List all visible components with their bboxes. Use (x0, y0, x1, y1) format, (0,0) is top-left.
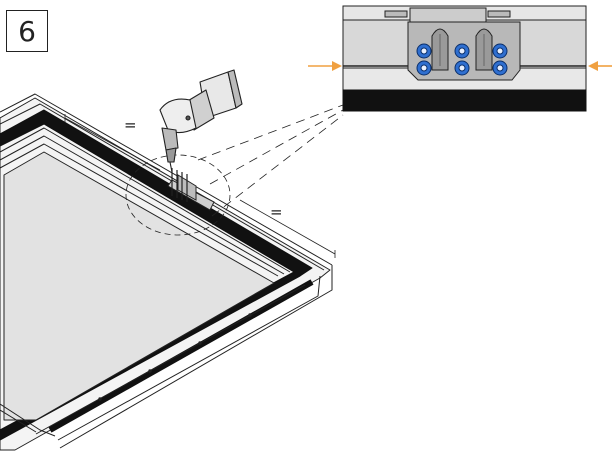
screw-icon (492, 43, 508, 59)
dimension-equal-left: = (124, 116, 137, 134)
detail-inset (342, 5, 587, 112)
screw-icon (416, 43, 432, 59)
screw-icon (171, 168, 188, 202)
arrow-left-icon (588, 61, 612, 71)
zoom-circle (125, 154, 231, 236)
dimension-equal-right: = (270, 203, 283, 221)
arrow-right-icon (308, 61, 342, 71)
screw-icon (454, 43, 470, 59)
glass-panel (3, 151, 275, 421)
detail-screws (416, 43, 508, 76)
screw-icon (454, 60, 470, 76)
frame (0, 93, 333, 451)
screw-icon (416, 60, 432, 76)
dimension-lines (64, 114, 336, 258)
detail-gasket (342, 89, 587, 112)
step-number-box: 6 (6, 10, 48, 52)
drill-icon (159, 69, 243, 173)
projection-lines (197, 104, 344, 217)
screw-icon (492, 60, 508, 76)
step-number: 6 (18, 14, 36, 48)
